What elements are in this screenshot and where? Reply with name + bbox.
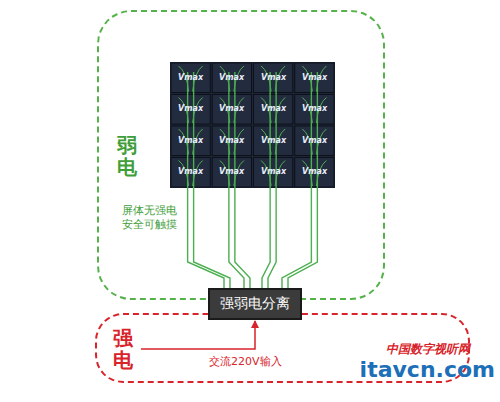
screen-tile	[212, 158, 251, 188]
tile-logo: Vmax	[302, 73, 327, 83]
tile-logo: Vmax	[178, 167, 203, 177]
screen-tile	[212, 95, 251, 125]
edge-label: 交流220V输入	[207, 354, 284, 369]
tile-logo: Vmax	[302, 136, 327, 146]
tile-logo: Vmax	[219, 167, 244, 177]
screen-tile	[295, 63, 334, 93]
screen-tile	[171, 63, 210, 93]
tile-logo: Vmax	[178, 73, 203, 83]
tile-logo: Vmax	[178, 104, 203, 114]
tile-logo: Vmax	[219, 73, 244, 83]
screen-tile	[295, 158, 334, 188]
box-label: 强弱电分离	[220, 295, 290, 313]
screen-tile	[171, 95, 210, 125]
tile-logo: Vmax	[261, 167, 286, 177]
screen-tile	[254, 158, 293, 188]
screen-tile	[171, 158, 210, 188]
weak-current-region: 弱电	[97, 10, 385, 300]
screen-tile	[254, 63, 293, 93]
tile-logo: Vmax	[261, 136, 286, 146]
tile-logo: Vmax	[178, 136, 203, 146]
screen-tile	[212, 63, 251, 93]
screen-tile	[295, 95, 334, 125]
watermark: itavcn.com	[360, 356, 495, 384]
screen-tile	[254, 126, 293, 156]
screen-tile	[254, 95, 293, 125]
screen-tile	[212, 126, 251, 156]
tile-logo: Vmax	[302, 104, 327, 114]
screen-tile	[295, 126, 334, 156]
screen-tile	[171, 126, 210, 156]
screen-note: 屏体无强电 安全可触摸	[122, 204, 184, 232]
led-screen	[170, 62, 335, 188]
tile-logo: Vmax	[302, 167, 327, 177]
separation-box: 强弱电分离	[208, 288, 302, 320]
region-heading: 弱电	[117, 134, 137, 178]
tile-logo: Vmax	[261, 104, 286, 114]
watermark: 中国数字视听网	[386, 342, 470, 357]
tile-logo: Vmax	[219, 104, 244, 114]
tile-logo: Vmax	[219, 136, 244, 146]
tile-logo: Vmax	[261, 73, 286, 83]
region-heading: 强电	[113, 327, 133, 371]
power-input-arrow	[141, 321, 255, 349]
